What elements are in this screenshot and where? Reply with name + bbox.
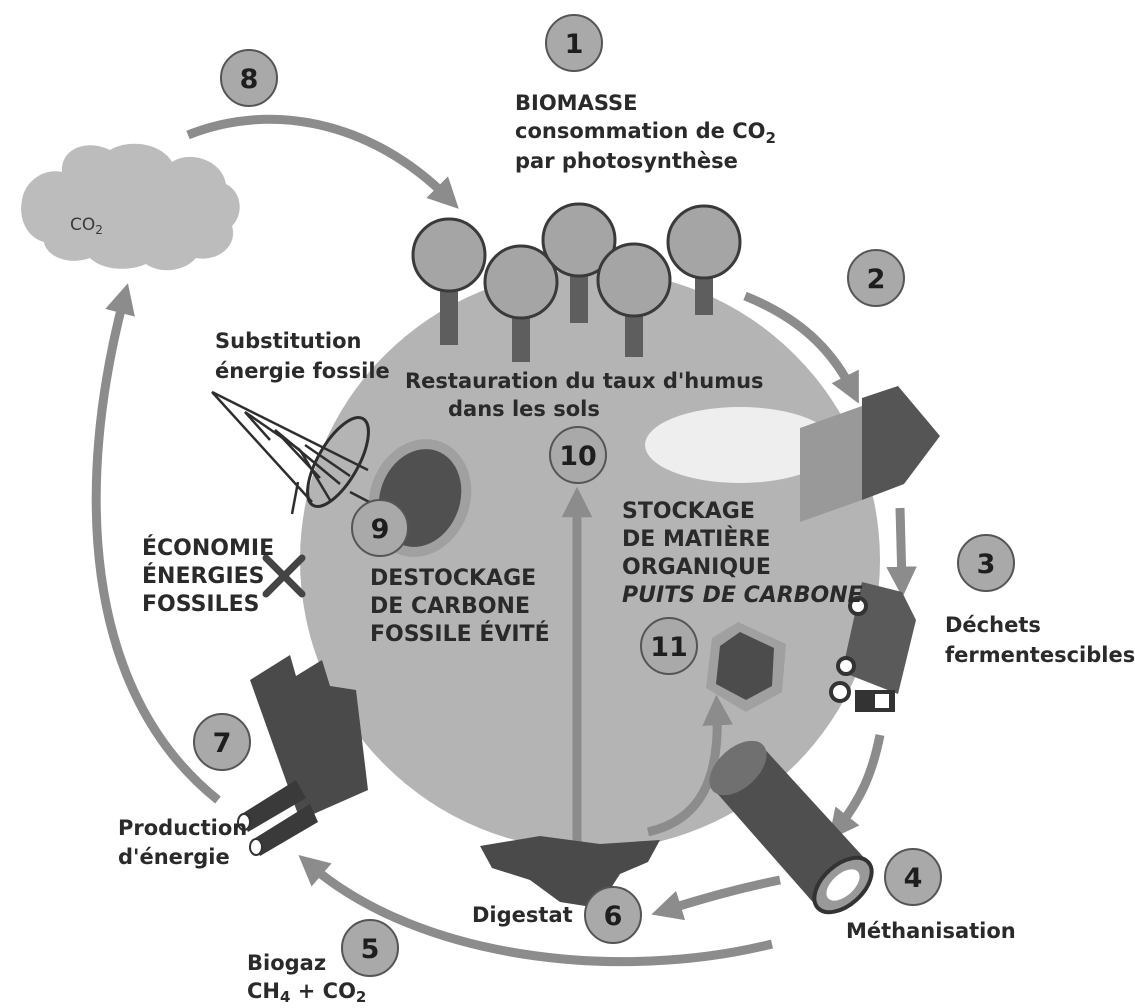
label-stockage-matiere: DE MATIÈRE	[622, 526, 770, 552]
label-economie: ÉCONOMIE	[142, 535, 274, 561]
label-destockage-evite: FOSSILE ÉVITÉ	[370, 621, 550, 647]
tree-icon	[411, 217, 487, 345]
tree-icon	[483, 244, 559, 362]
badge-3: 3	[957, 534, 1015, 592]
badge-1: 1	[545, 14, 603, 72]
label-restauration: Restauration du taux d'humus	[405, 369, 764, 393]
factory-icon	[237, 655, 368, 856]
badge-6: 6	[584, 886, 642, 944]
arrow-to-carbon-sink	[646, 694, 733, 837]
truck-icon	[829, 582, 916, 712]
label-dechets-fermentescibles: fermentescibles	[945, 643, 1135, 667]
cloud-highlight	[645, 407, 835, 483]
pylon-icon	[211, 390, 397, 518]
digestat-heap	[480, 836, 660, 908]
badge-2: 2	[847, 249, 905, 307]
arrow-methanizer-to-digestat	[651, 875, 781, 921]
methanizer-tank-icon	[709, 740, 874, 915]
svg-text:11: 11	[650, 632, 688, 663]
label-digestat: Digestat	[472, 903, 573, 927]
svg-text:7: 7	[213, 728, 232, 759]
label-methanisation: Méthanisation	[846, 919, 1016, 943]
co2-cloud	[21, 143, 240, 271]
tree-icon	[541, 202, 617, 323]
label-substitution: Substitution	[215, 329, 361, 353]
badge-10: 10	[549, 426, 607, 484]
arrow-production-to-co2	[91, 283, 221, 804]
arrow-biogas-to-production	[298, 855, 774, 967]
arrow-truck-to-methanizer	[828, 734, 885, 841]
svg-text:4: 4	[904, 863, 923, 894]
earth-globe	[300, 270, 880, 850]
label-biogaz-formula: CH4 + CO2	[247, 979, 366, 1006]
label-restauration-sols: dans les sols	[448, 397, 600, 421]
label-biomasse-title: BIOMASSE	[515, 91, 637, 115]
label-biomasse-photosynthesis: par photosynthèse	[515, 149, 738, 173]
arrow-biomass-to-waste	[743, 291, 859, 404]
label-economie-energies: ÉNERGIES	[142, 563, 265, 589]
badge-7: 7	[193, 713, 251, 771]
label-stockage: STOCKAGE	[622, 499, 755, 524]
tree-icon	[596, 242, 672, 357]
badge-8: 8	[220, 49, 278, 107]
label-economie-fossiles: FOSSILES	[142, 592, 260, 617]
carbon-sink-icon	[706, 622, 786, 712]
label-biomasse-consumption: consommation de CO2	[515, 119, 776, 147]
svg-text:9: 9	[371, 514, 390, 545]
label-biogaz: Biogaz	[247, 951, 326, 975]
svg-text:6: 6	[604, 901, 623, 932]
badge-4: 4	[884, 848, 942, 906]
label-dechets: Déchets	[945, 613, 1041, 637]
badge-9: 9	[351, 499, 409, 557]
badge-5: 5	[341, 919, 399, 977]
label-co2-cloud: CO2	[70, 215, 103, 237]
label-stockage-organique: ORGANIQUE	[622, 555, 771, 580]
arrow-co2-to-biomass	[186, 114, 459, 209]
label-destockage: DESTOCKAGE	[370, 566, 536, 591]
svg-text:10: 10	[559, 441, 597, 472]
svg-text:2: 2	[867, 264, 886, 295]
arrow-waste-to-truck	[886, 507, 917, 598]
svg-text:8: 8	[240, 64, 259, 95]
badge-11: 11	[640, 617, 698, 675]
label-production-energie: d'énergie	[118, 845, 230, 869]
waste-building-icon	[800, 386, 940, 522]
label-production: Production	[118, 816, 247, 840]
svg-text:5: 5	[361, 934, 380, 965]
svg-text:3: 3	[977, 549, 996, 580]
svg-text:1: 1	[565, 29, 584, 60]
cross-icon	[262, 554, 306, 598]
tree-icon	[666, 204, 742, 315]
label-puits-de-carbone: PUITS DE CARBONE	[622, 583, 863, 608]
label-substitution-fossil: énergie fossile	[215, 359, 390, 383]
label-destockage-carbone: DE CARBONE	[370, 594, 530, 619]
